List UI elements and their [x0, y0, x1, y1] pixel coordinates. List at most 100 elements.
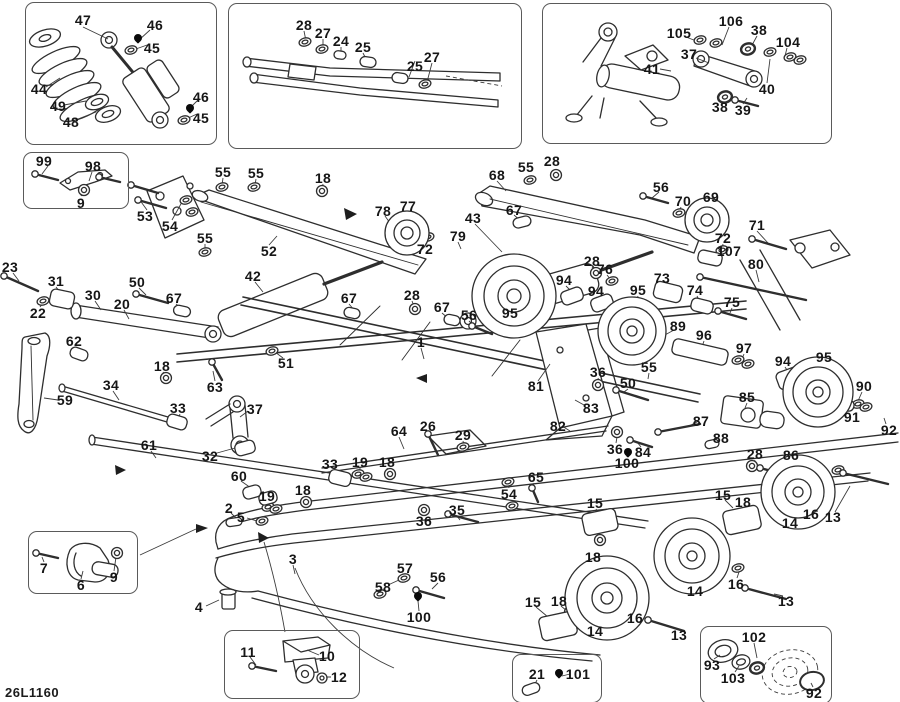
washer-icon: [730, 561, 746, 575]
rear-linkage-art: [565, 22, 763, 127]
washer-icon: [297, 35, 313, 49]
spacer-icon: [333, 50, 347, 60]
spacer-icon: [512, 215, 532, 229]
bolt-icon: [644, 616, 686, 633]
slider-guard-art: [66, 542, 119, 583]
nut-icon: [549, 168, 563, 182]
bolt-icon: [612, 386, 650, 402]
hardware-layer: [0, 33, 890, 697]
bolt-icon: [32, 549, 60, 560]
bolt-icon: [134, 196, 168, 210]
spacer-icon: [690, 297, 714, 315]
washer-icon: [35, 294, 51, 308]
document-code: 26L1160: [5, 685, 60, 700]
spacer-icon: [359, 55, 377, 69]
bolt-icon: [731, 96, 760, 108]
nut-icon: [408, 302, 422, 316]
spacer-icon: [652, 280, 684, 304]
washer-icon: [254, 514, 270, 528]
idler-wheel: [782, 356, 854, 428]
bolt-icon: [248, 662, 278, 673]
bolt-icon: [654, 422, 702, 436]
spacer-icon: [328, 468, 352, 488]
bolt-icon: [528, 484, 540, 504]
spacer-icon: [48, 288, 76, 310]
washer-icon: [314, 42, 330, 56]
bolt-icon: [626, 436, 654, 449]
spacer-icon: [697, 249, 723, 267]
spacer-icon: [581, 507, 619, 537]
spacer-icon: [225, 516, 243, 528]
bearing-icon: [738, 40, 758, 58]
trailing-arms-art: [242, 56, 503, 108]
bolt-icon: [412, 586, 446, 600]
spacer-icon: [69, 346, 89, 362]
bolt-icon: [95, 173, 122, 184]
washer-icon: [762, 45, 778, 59]
rear-arm-beam: [477, 185, 701, 254]
washer-icon: [176, 113, 192, 127]
washer-icon: [522, 173, 538, 187]
spacer-icon: [343, 306, 361, 320]
limiter-link: [17, 332, 51, 434]
idler-wheel: [684, 197, 730, 243]
bolt-icon: [639, 192, 670, 205]
spacer-icon: [671, 338, 729, 366]
spacer-icon: [391, 71, 409, 85]
spacer-icon: [258, 490, 278, 506]
washer-icon: [604, 274, 620, 288]
nut-icon: [110, 546, 124, 560]
nut-icon: [315, 184, 329, 198]
bolt-icon: [696, 273, 808, 302]
bearing-icon: [747, 659, 767, 677]
washer-icon: [264, 344, 280, 358]
washer-icon: [197, 245, 213, 259]
spacer-icon: [166, 413, 188, 431]
idler-wheel: [564, 555, 650, 641]
washer-icon: [692, 33, 708, 47]
wheel-bracket-art: [282, 636, 331, 684]
ghost-sprocket: [761, 649, 819, 695]
main-assembly-art: [12, 26, 899, 688]
nut-icon: [159, 371, 173, 385]
bolt-icon: [748, 235, 788, 251]
nut-icon: [589, 266, 603, 280]
bolt-icon: [127, 181, 160, 195]
bolt-icon: [208, 358, 224, 382]
bolt-icon: [714, 307, 748, 321]
washer-icon: [671, 206, 687, 220]
bolt-icon: [31, 170, 60, 182]
bolt-icon: [0, 272, 40, 293]
nut-icon: [610, 425, 624, 439]
spacer-icon: [242, 484, 262, 500]
spacer-icon: [521, 681, 541, 697]
idler-wheel: [597, 296, 667, 366]
idler-wheel: [653, 517, 731, 595]
spacer-icon: [704, 438, 720, 450]
shock-absorber: [100, 31, 180, 129]
bolt-icon: [468, 322, 494, 336]
bolt-icon: [424, 430, 440, 457]
washer-icon: [417, 77, 433, 91]
idler-wheel: [384, 210, 430, 256]
bearing-icon: [715, 88, 735, 106]
bolt-icon: [839, 469, 890, 486]
bolt-icon: [444, 510, 480, 524]
spacer-icon: [172, 304, 192, 318]
nut-icon: [593, 533, 607, 547]
spacer-icon: [722, 504, 762, 536]
nut-icon: [299, 495, 313, 509]
spacer-icon: [234, 439, 256, 457]
idler-wheel: [760, 454, 836, 530]
bolt-icon: [132, 290, 170, 305]
nut-icon: [77, 183, 91, 197]
nut-icon: [745, 459, 759, 473]
washer-icon: [708, 36, 724, 50]
bearing-kit-art: [707, 639, 825, 695]
front-shock-spring-art: [28, 28, 180, 129]
spacer-icon: [443, 313, 461, 327]
idler-wheel: [471, 253, 557, 339]
idler-wheels-layer: [384, 197, 854, 641]
